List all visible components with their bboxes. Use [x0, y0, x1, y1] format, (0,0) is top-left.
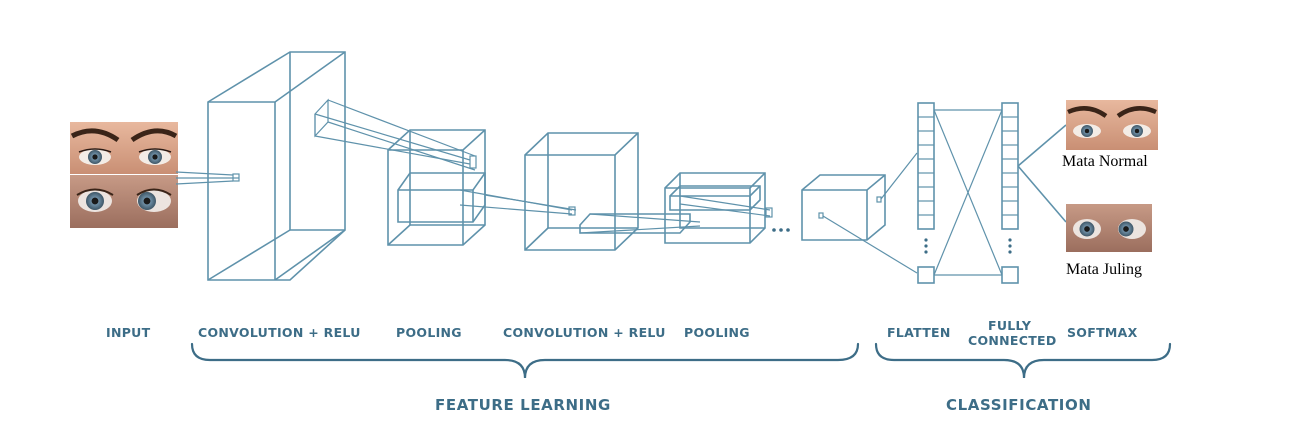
stage-label-fc-line1: FULLY	[988, 318, 1032, 333]
ellipsis-dots	[772, 228, 790, 232]
stage-label-conv1: CONVOLUTION + RELU	[198, 325, 361, 340]
output-image-normal-eyes	[1066, 100, 1158, 150]
feature-learning-brace	[190, 342, 860, 379]
fully-connected-edges	[933, 109, 1003, 276]
stage-label-flatten: FLATTEN	[887, 325, 951, 340]
input-image-strabismus-eyes	[70, 175, 178, 228]
output-image-strabismus-eyes	[1066, 204, 1152, 252]
classification-brace	[874, 342, 1172, 379]
stage-label-softmax: SOFTMAX	[1067, 325, 1138, 340]
fully-connected-vector	[1001, 102, 1019, 284]
flatten-vector	[917, 102, 935, 284]
pool1-feature-maps	[387, 129, 577, 246]
pool2-feature-maps	[664, 172, 773, 244]
final-feature-maps	[801, 152, 918, 274]
softmax-output-edges	[1017, 124, 1067, 223]
stage-label-pool1: POOLING	[396, 325, 462, 340]
conv1-feature-maps	[207, 51, 476, 281]
stage-label-conv2: CONVOLUTION + RELU	[503, 325, 666, 340]
output-label-juling: Mata Juling	[1066, 261, 1142, 278]
stage-label-input: INPUT	[106, 325, 151, 340]
stage-label-fc-line2: CONNECTED	[968, 333, 1057, 348]
stage-label-pool2: POOLING	[684, 325, 750, 340]
group-label-feature-learning: FEATURE LEARNING	[435, 396, 611, 414]
group-label-classification: CLASSIFICATION	[946, 396, 1092, 414]
output-label-normal: Mata Normal	[1062, 153, 1148, 170]
input-image-normal-eyes	[70, 122, 178, 174]
